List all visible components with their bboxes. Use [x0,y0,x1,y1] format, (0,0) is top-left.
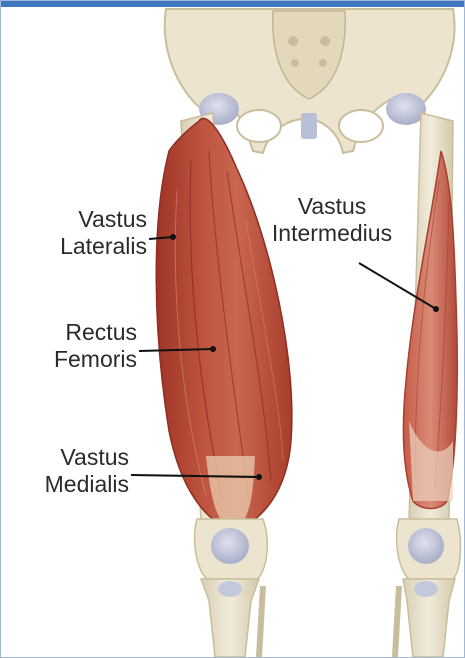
label-rectus-femoris: Rectus Femoris [5,319,137,373]
label-vastus-medialis: Vastus Medialis [5,444,129,498]
label-vastus-lateralis: Vastus Lateralis [9,206,147,260]
left-tibia [201,579,263,657]
right-tibia [395,579,455,657]
right-knee [397,519,461,579]
label-vastus-intermedius: Vastus Intermedius [247,193,417,247]
left-knee [195,519,268,579]
left-quadriceps [156,118,292,533]
